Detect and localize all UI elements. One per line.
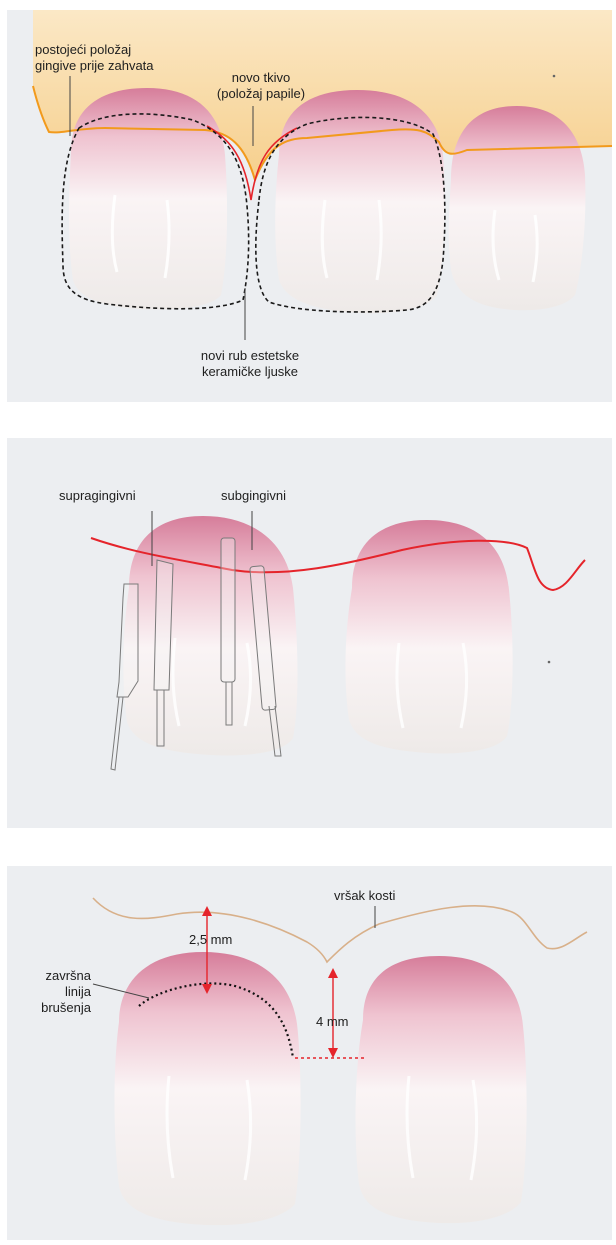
label-bone-crest: vršak kosti: [334, 888, 395, 904]
tooth-lateral: [449, 106, 586, 310]
tooth-left: [115, 952, 301, 1225]
label-subgingival: subgingivni: [221, 488, 286, 504]
label-new-veneer-margin: novi rub estetske keramičke ljuske: [175, 348, 325, 380]
bur-sub-1: [221, 538, 235, 682]
panel-supra-subgingival: supragingivni subgingivni: [7, 438, 612, 828]
label-4-mm: 4 mm: [316, 1014, 349, 1030]
speck: [553, 75, 556, 78]
tooth-left: [123, 516, 297, 755]
label-2-5-mm: 2,5 mm: [189, 932, 232, 948]
label-finish-line: završna linija brušenja: [17, 968, 91, 1016]
panel-gingiva-veneer-margin: postojeći položaj gingive prije zahvata …: [7, 10, 612, 402]
bone-crest-line: [93, 898, 587, 962]
label-new-tissue: novo tkivo (položaj papile): [199, 70, 323, 102]
tooth-central-right: [275, 90, 444, 313]
speck: [548, 661, 551, 664]
tooth-right: [345, 520, 512, 753]
tooth-right: [356, 956, 527, 1223]
label-existing-gingiva-position: postojeći položaj gingive prije zahvata: [35, 42, 154, 74]
label-supragingival: supragingivni: [59, 488, 136, 504]
arrow-4-mm: [328, 968, 338, 1058]
panel-bone-crest-finish-line: vršak kosti 2,5 mm 4 mm završna linija b…: [7, 866, 612, 1240]
bur-supra-1: [117, 584, 138, 697]
panel3-illustration: [7, 866, 612, 1240]
